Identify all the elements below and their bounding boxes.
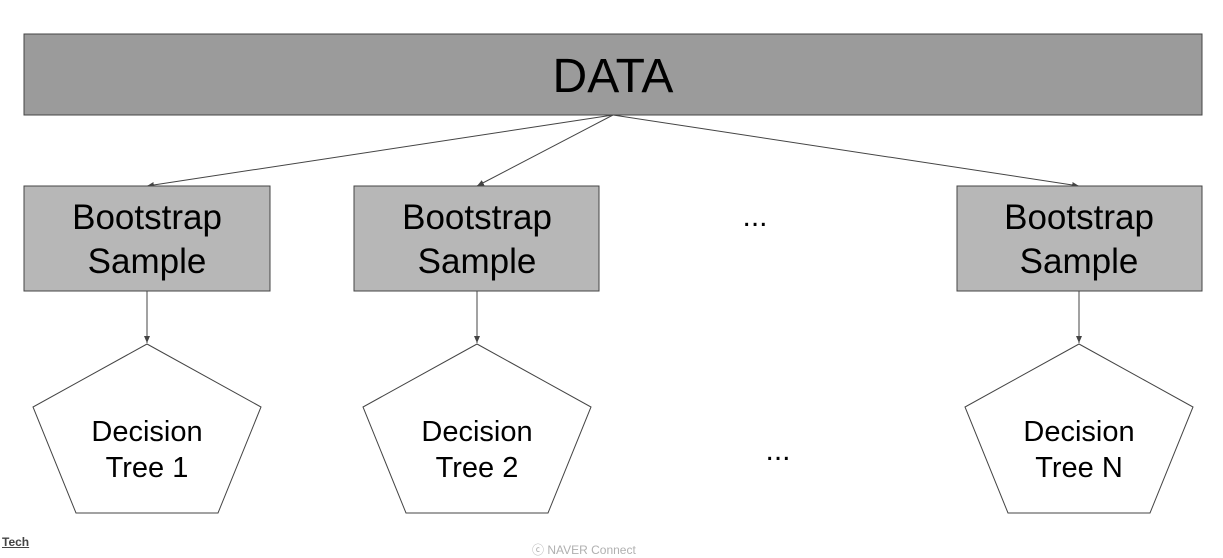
bootstrap-sample-n-line1: Bootstrap <box>1004 198 1154 237</box>
bootstrap-sample-2-line2: Sample <box>418 242 537 281</box>
decision-tree-1-line2: Tree 1 <box>106 452 189 484</box>
decision-tree-pentagon-n <box>964 343 1194 514</box>
data-label: DATA <box>553 50 674 103</box>
tree-ellipsis: ... <box>765 434 790 467</box>
decision-tree-pentagon-2 <box>362 343 592 514</box>
arrow-data-to-sample-2 <box>476 114 614 187</box>
sample-ellipsis: ... <box>742 200 767 233</box>
arrow-data-to-sample-1 <box>146 114 614 188</box>
footer-brand: Tech <box>2 535 30 549</box>
bootstrap-sample-box-1 <box>23 185 271 292</box>
data-box <box>23 33 1203 116</box>
footer-copyright: ⓒ NAVER Connect <box>532 543 636 557</box>
bootstrap-sample-1-line2: Sample <box>88 242 207 281</box>
decision-tree-n-line2: Tree N <box>1035 452 1123 484</box>
bootstrap-sample-n-line2: Sample <box>1020 242 1139 281</box>
decision-tree-2-line1: Decision <box>421 416 532 448</box>
decision-tree-2-line2: Tree 2 <box>436 452 519 484</box>
decision-tree-pentagon-1 <box>32 343 262 514</box>
arrow-data-to-sample-n <box>612 114 1080 188</box>
bootstrap-sample-2-line1: Bootstrap <box>402 198 552 237</box>
bootstrap-sample-1-line1: Bootstrap <box>72 198 222 237</box>
bootstrap-sample-box-n <box>956 185 1203 292</box>
decision-tree-n-line1: Decision <box>1023 416 1134 448</box>
decision-tree-1-line1: Decision <box>91 416 202 448</box>
